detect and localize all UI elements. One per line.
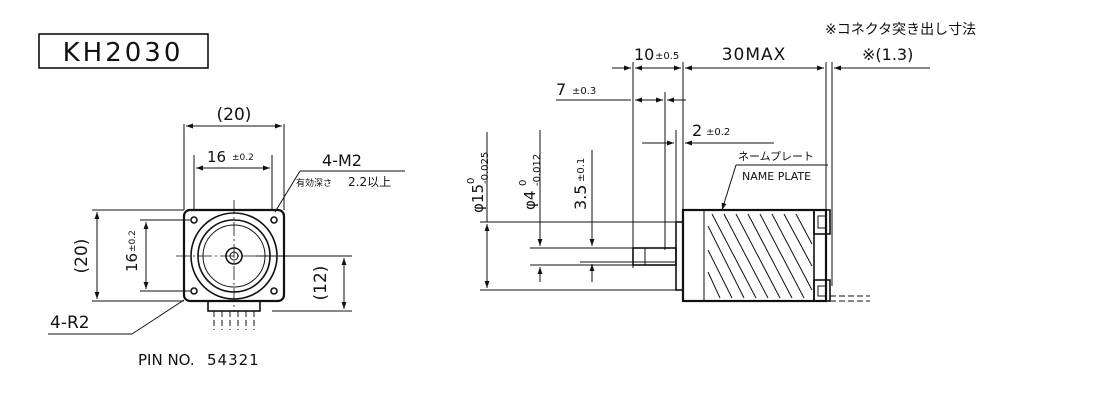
dim-boss-length: 2 [692,121,702,140]
dim-flat: 3.5 [571,185,590,210]
dim-hole-pitch-h: 16 [207,148,226,166]
label-corner-radius: 4-R2 [50,313,90,333]
label-pin-numbers: 54321 [207,351,260,369]
dim-hole-pitch-h-tol: ±0.2 [232,153,254,163]
dim-shaft-diameter-tol-upper: 0 [518,180,529,186]
label-nameplate-jp: ネームプレート [738,150,814,163]
model-title: KH2030 [63,38,184,68]
label-tap-depth-jp: 有効深さ [296,177,332,189]
label-nameplate-en: NAME PLATE [742,170,811,183]
dim-shaft-length-tol: ±0.5 [655,51,679,62]
note-connector-protrusion: ※コネクタ突き出し寸法 [825,22,976,38]
dim-height-overall: (20) [72,239,92,274]
dim-flat-length-tol: ±0.3 [572,86,596,97]
dim-boss-diameter: φ15 [469,184,487,213]
dim-hole-pitch-v: 16 [123,253,141,272]
dim-flat-tol: ±0.1 [576,158,587,182]
dim-boss-diameter-tol-upper: 0 [466,178,477,184]
label-pin-no: PIN NO. [138,351,195,369]
dim-boss-diameter-tol-lower: -0.025 [480,152,491,184]
model-title-box: KH2030 [38,33,209,69]
dim-connector-length: ※(1.3) [862,45,913,64]
dim-shaft-length: 10 [634,45,654,64]
front-view: (20) 16 ±0.2 4-M2 有効深さ 2.2以上 (20) [48,105,405,369]
dim-shaft-diameter-tol-lower: -0.012 [532,154,543,186]
dim-hole-pitch-v-tol: ±0.2 [128,230,138,252]
dim-connector-height: (12) [311,266,331,301]
dim-shaft-diameter: φ4 [521,191,539,210]
dim-width-overall: (20) [217,105,252,125]
dim-body-length: 30MAX [722,45,787,65]
side-view: ※コネクタ突き出し寸法 10 ±0.5 30MAX ※(1.3) 7 ±0.3 … [466,22,976,303]
label-tap-depth: 2.2以上 [348,175,391,189]
connector-pins [213,311,255,330]
label-tapped-holes: 4-M2 [322,151,362,170]
dim-boss-length-tol: ±0.2 [706,127,730,138]
dim-flat-length: 7 [556,80,566,99]
body-hatching [707,213,813,299]
